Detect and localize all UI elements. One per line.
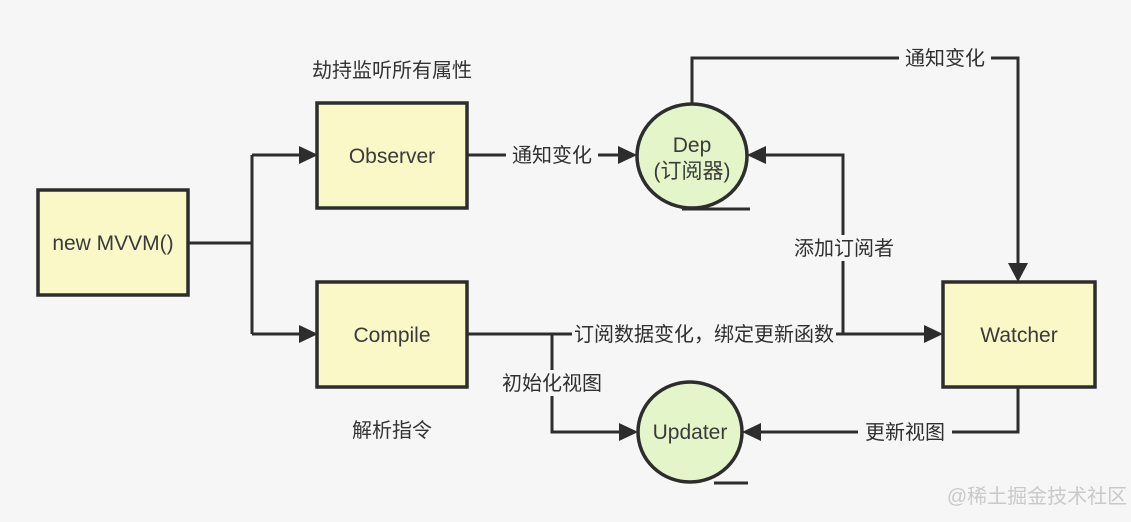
label-bg-subscribe-bind bbox=[572, 321, 836, 347]
observer-note: 劫持监听所有属性 bbox=[312, 59, 472, 82]
node-new-mvvm: new MVVM() bbox=[36, 188, 190, 297]
edge-watcher-to-updater bbox=[760, 387, 1020, 434]
edge-label-subscribe-bind: 订阅数据变化，绑定更新函数 bbox=[574, 323, 834, 346]
label-bg-init-view bbox=[498, 370, 606, 396]
dep-circle bbox=[635, 102, 749, 210]
edge-label-notify-change-1: 通知变化 bbox=[512, 144, 592, 167]
edges bbox=[188, 56, 1028, 485]
updater-circle bbox=[636, 380, 744, 484]
compile-box bbox=[315, 280, 469, 389]
edge-label-add-subscriber: 添加订阅者 bbox=[794, 237, 894, 260]
edge-label-update-view: 更新视图 bbox=[865, 421, 945, 444]
edge-label-notify-change-2: 通知变化 bbox=[905, 47, 985, 70]
node-updater: Updater bbox=[636, 380, 744, 484]
watermark: @稀土掘金技术社区 bbox=[947, 485, 1127, 508]
arrowhead-into-updater-right bbox=[742, 423, 761, 441]
updater-label: Updater bbox=[653, 421, 728, 444]
watcher-label: Watcher bbox=[980, 324, 1057, 347]
observer-box bbox=[315, 101, 469, 210]
label-bg-update-view bbox=[858, 419, 952, 445]
label-bg-notify-change-1 bbox=[506, 142, 598, 168]
observer-label: Observer bbox=[349, 145, 435, 168]
label-bg-add-subscriber bbox=[790, 235, 898, 261]
arrowhead-into-updater-left bbox=[619, 423, 638, 441]
node-dep: Dep (订阅器) bbox=[635, 102, 749, 210]
node-compile: Compile bbox=[315, 280, 469, 389]
edge-compile-to-updater bbox=[550, 334, 620, 434]
edge-label-init-view: 初始化视图 bbox=[502, 372, 602, 395]
compile-note: 解析指令 bbox=[352, 419, 432, 442]
edge-dep-to-watcher bbox=[690, 56, 1020, 264]
edge-labels: 通知变化 通知变化 订阅数据变化，绑定更新函数 添加订阅者 初始化视图 更新视图 bbox=[498, 45, 991, 445]
dep-label-line1: Dep bbox=[673, 134, 712, 157]
new-mvvm-box bbox=[36, 188, 190, 297]
edge-watcher-line-to-dep bbox=[765, 153, 845, 334]
label-bg-notify-change-2 bbox=[899, 45, 991, 71]
compile-label: Compile bbox=[353, 324, 430, 347]
arrowhead-into-watcher-left bbox=[924, 325, 943, 343]
arrowhead-into-dep-right bbox=[747, 146, 766, 164]
arrowhead-into-dep-left bbox=[618, 146, 637, 164]
arrowhead-into-compile bbox=[299, 325, 318, 343]
arrowhead-into-watcher-top bbox=[1008, 263, 1028, 282]
arrowhead-into-observer bbox=[299, 146, 318, 164]
new-mvvm-label: new MVVM() bbox=[52, 232, 173, 255]
node-watcher: Watcher bbox=[941, 280, 1097, 389]
dep-label-line2: (订阅器) bbox=[654, 160, 731, 183]
node-observer: Observer bbox=[315, 101, 469, 210]
watcher-box bbox=[941, 280, 1097, 389]
